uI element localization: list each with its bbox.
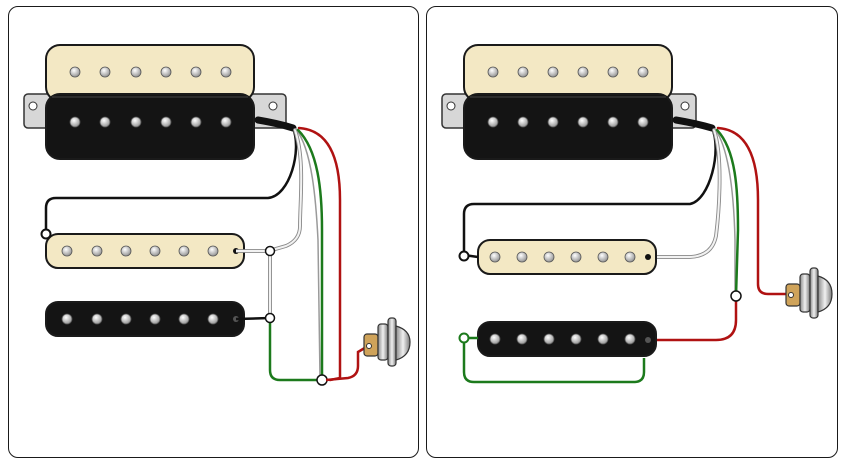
right-wire-green [715, 128, 740, 298]
left-wire-bare [295, 128, 321, 379]
left-output-jack [325, 317, 411, 382]
left-humbucker-screw-hole-right [268, 101, 278, 111]
right-humbucker-screw-hole-right [680, 101, 690, 111]
right-single-coil-black [477, 321, 657, 357]
left-diagram [23, 44, 411, 386]
right-humbucker-black-bobbin [463, 93, 673, 160]
right-wire-black [462, 126, 717, 257]
right-diagram [441, 44, 833, 384]
left-wire-green-lower [268, 318, 322, 382]
right-humbucker-pole-pieces [487, 66, 649, 128]
left-humbucker-wires [44, 126, 342, 382]
right-wire-green-lower [462, 338, 646, 384]
left-single-coil-cream [45, 233, 245, 269]
left-solder-joint-ground [316, 374, 328, 386]
left-single-coil-black [45, 301, 245, 337]
right-solder-joint-green [458, 332, 470, 344]
left-wire-green [296, 128, 324, 382]
left-humbucker-cable-sheath [254, 116, 297, 132]
right-humbucker-pickup [441, 44, 716, 160]
right-wire-bare [714, 128, 736, 297]
left-humbucker-black-bobbin [45, 93, 255, 160]
left-wire-red [297, 126, 342, 382]
right-solder-joint-black [458, 250, 470, 262]
left-solder-joint-white [264, 245, 276, 257]
left-wire-black [44, 126, 298, 236]
left-solder-joint-green [264, 312, 276, 324]
right-humbucker-wires [462, 126, 792, 298]
left-humbucker-pickup [23, 44, 297, 160]
right-single-coil-cream [477, 239, 657, 275]
left-solder-joint-black-start [40, 228, 52, 240]
right-wire-red [716, 126, 792, 296]
left-humbucker-pole-pieces [69, 66, 232, 128]
right-output-jack [785, 267, 833, 319]
left-humbucker-screw-hole-left [28, 101, 38, 111]
right-humbucker-cable-sheath [672, 116, 716, 132]
right-solder-joint-ground [730, 290, 742, 302]
right-humbucker-screw-hole-left [446, 101, 456, 111]
